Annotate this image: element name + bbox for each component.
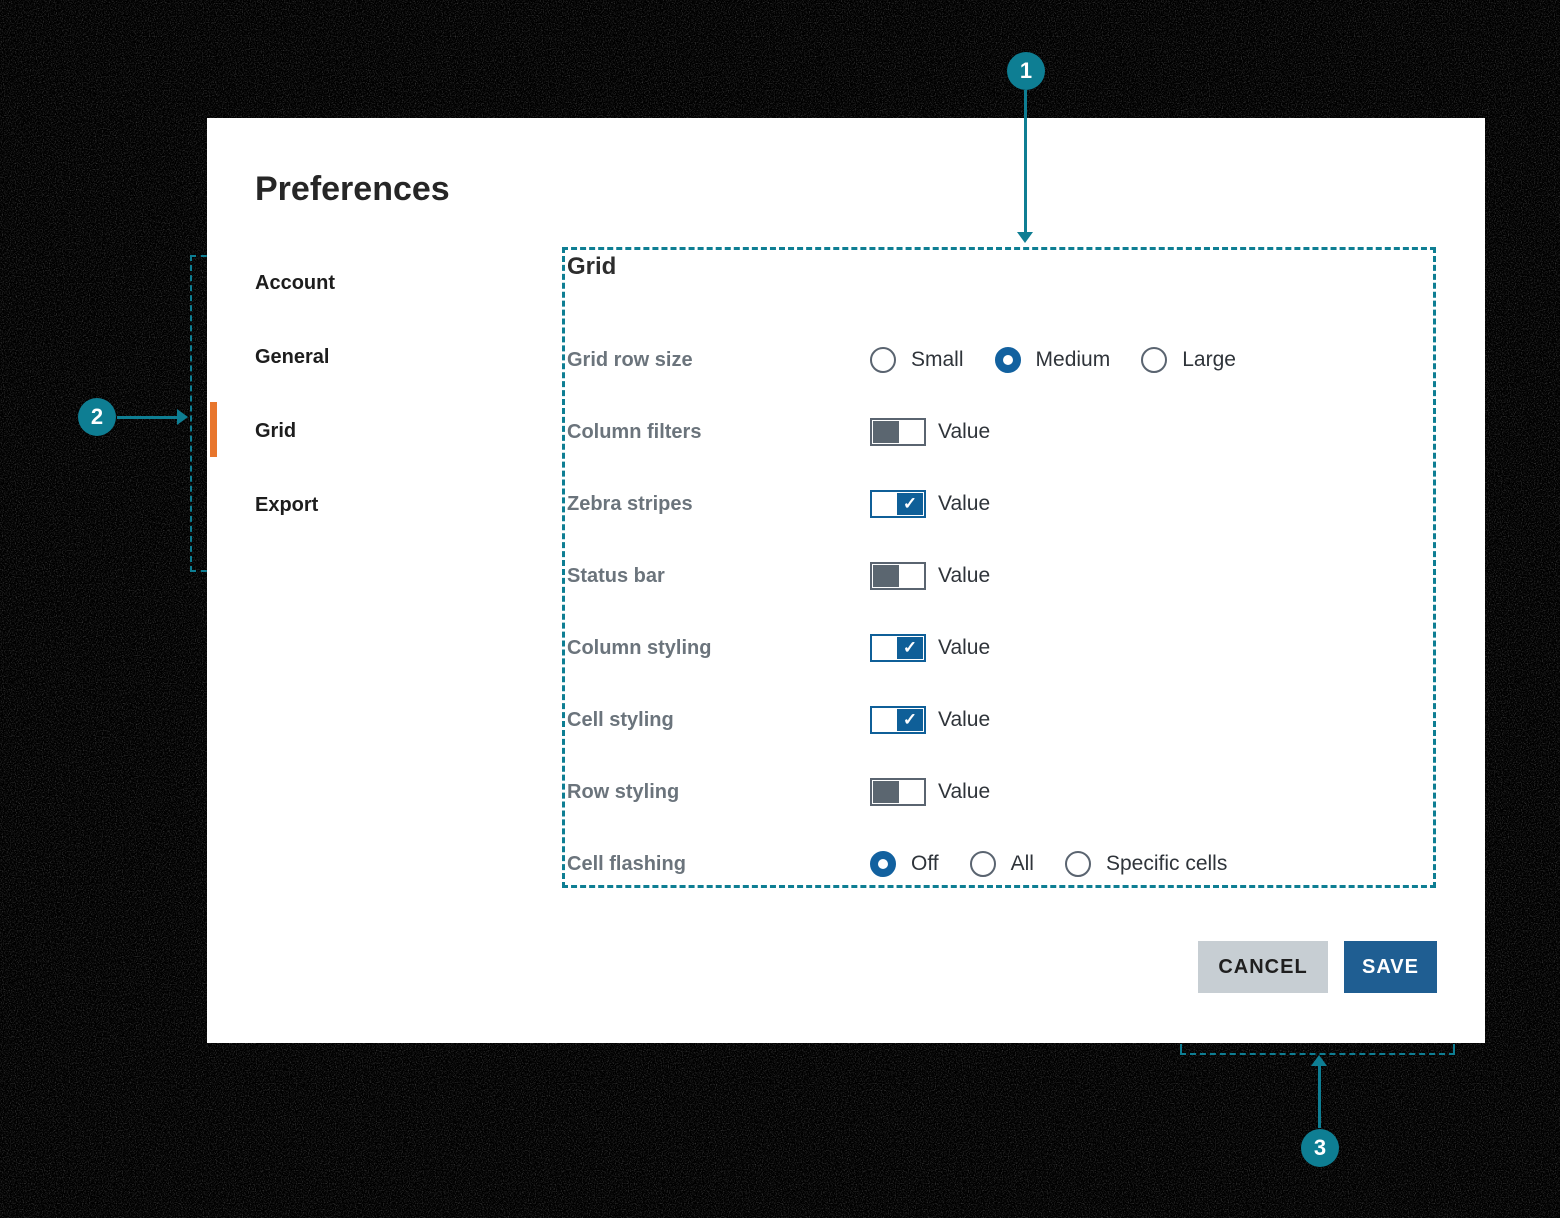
toggle-control: Value — [870, 418, 990, 446]
toggle-switch[interactable]: ✓ — [870, 706, 926, 734]
check-icon: ✓ — [897, 493, 923, 515]
radio-label: All — [1010, 852, 1034, 875]
setting-row: Cell styling ✓ Value — [565, 684, 1433, 756]
setting-row: Row styling Value — [565, 756, 1433, 828]
row-label: Cell styling — [567, 708, 674, 731]
annotation-arrowhead-1 — [1017, 232, 1033, 243]
radio-label: Specific cells — [1105, 852, 1228, 875]
row-label: Zebra stripes — [567, 492, 693, 515]
radio-label: Large — [1182, 348, 1236, 371]
row-label: Grid row size — [567, 348, 693, 371]
annotation-bracket-footer — [1180, 1044, 1455, 1055]
radio-label: Off — [911, 852, 939, 875]
row-label: Column filters — [567, 420, 702, 443]
toggle-knob — [873, 565, 899, 587]
toggle-switch[interactable] — [870, 778, 926, 806]
row-label: Cell flashing — [567, 852, 686, 875]
sidebar-item-label: General — [255, 345, 330, 368]
annotation-arrowhead-2 — [177, 409, 188, 425]
sidebar-item-label: Grid — [255, 419, 297, 442]
setting-row: Grid row size Small Medium Large — [565, 324, 1433, 396]
check-icon: ✓ — [897, 637, 923, 659]
toggle-switch[interactable] — [870, 418, 926, 446]
page-title: Preferences — [255, 170, 450, 208]
annotation-arrow-3 — [1318, 1066, 1321, 1128]
setting-row: Zebra stripes ✓ Value — [565, 468, 1433, 540]
toggle-knob — [873, 781, 899, 803]
annotation-circle-2: 2 — [78, 398, 116, 436]
save-button[interactable]: SAVE — [1344, 941, 1437, 993]
annotation-arrow-2 — [117, 416, 179, 419]
toggle-control: ✓ Value — [870, 634, 990, 662]
radio-icon — [969, 851, 996, 877]
radio-selected-icon — [870, 851, 896, 877]
sidebar-item-export[interactable]: Export — [207, 468, 547, 542]
value-label: Value — [938, 780, 991, 803]
row-label: Row styling — [567, 780, 680, 803]
radio-option-medium[interactable]: Medium — [994, 347, 1111, 373]
radio-label: Medium — [1035, 348, 1111, 371]
radio-option-small[interactable]: Small — [870, 347, 964, 373]
value-label: Value — [938, 636, 991, 659]
row-label: Column styling — [567, 636, 712, 659]
toggle-switch[interactable]: ✓ — [870, 634, 926, 662]
setting-row: Column styling ✓ Value — [565, 612, 1433, 684]
setting-row: Cell flashing Off All Specific cells — [565, 828, 1433, 900]
sidebar-item-general[interactable]: General — [207, 320, 547, 394]
value-label: Value — [938, 564, 991, 587]
radio-option-specific-cells[interactable]: Specific cells — [1064, 851, 1228, 877]
setting-row: Status bar Value — [565, 540, 1433, 612]
toggle-control: Value — [870, 778, 990, 806]
annotation-circle-1: 1 — [1007, 52, 1045, 90]
toggle-control: Value — [870, 562, 990, 590]
setting-row: Column filters Value — [565, 396, 1433, 468]
sidebar-item-account[interactable]: Account — [207, 246, 547, 320]
radio-label: Small — [911, 348, 964, 371]
sidebar-item-label: Account — [255, 271, 335, 294]
radio-option-off[interactable]: Off — [870, 851, 939, 877]
panel-heading: Grid — [567, 253, 617, 280]
value-label: Value — [938, 492, 991, 515]
radio-option-all[interactable]: All — [969, 851, 1034, 877]
active-indicator — [210, 402, 217, 457]
sidebar-item-grid[interactable]: Grid — [207, 394, 547, 468]
toggle-switch[interactable]: ✓ — [870, 490, 926, 518]
annotation-arrowhead-3 — [1311, 1055, 1327, 1066]
check-icon: ✓ — [897, 709, 923, 731]
annotation-circle-3: 3 — [1301, 1129, 1339, 1167]
radio-group: Small Medium Large — [870, 347, 1267, 373]
toggle-control: ✓ Value — [870, 706, 990, 734]
sidebar-item-label: Export — [255, 493, 319, 516]
row-label: Status bar — [567, 564, 665, 587]
radio-selected-icon — [994, 347, 1021, 373]
toggle-knob — [873, 421, 899, 443]
radio-icon — [1141, 347, 1168, 373]
radio-group: Off All Specific cells — [870, 851, 1258, 877]
radio-icon — [1064, 851, 1091, 877]
radio-option-large[interactable]: Large — [1141, 347, 1236, 373]
toggle-switch[interactable] — [870, 562, 926, 590]
cancel-button[interactable]: CANCEL — [1198, 941, 1328, 993]
toggle-control: ✓ Value — [870, 490, 990, 518]
radio-icon — [870, 347, 896, 373]
value-label: Value — [938, 708, 991, 731]
annotation-arrow-1 — [1024, 90, 1027, 233]
value-label: Value — [938, 420, 991, 443]
